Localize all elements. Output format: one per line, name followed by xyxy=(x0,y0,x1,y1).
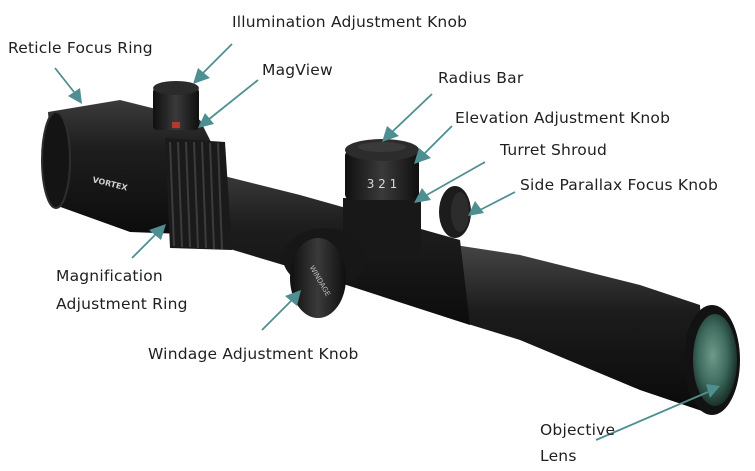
eyepiece-end xyxy=(41,111,71,209)
objective-arrow xyxy=(595,384,720,441)
turret-shroud-label: Turret Shroud xyxy=(500,141,608,159)
magnification-arrow xyxy=(131,224,166,259)
elevation-arrow xyxy=(414,125,453,164)
windage-knob-label: Windage Adjustment Knob xyxy=(148,345,359,363)
reticle-focus-ring-label: Reticle Focus Ring xyxy=(8,39,153,57)
windage-knob: WINDAGE xyxy=(283,228,367,318)
objective-bell xyxy=(455,245,705,412)
magnification-ring-label-line1: Magnification xyxy=(56,267,163,285)
scope-body: 3 2 1 WINDAGE VORTEX xyxy=(41,81,740,415)
illumination-knob-label: Illumination Adjustment Knob xyxy=(232,13,468,31)
magnification-ring xyxy=(165,138,232,250)
magview-arrow xyxy=(198,79,259,128)
objective-lens-label-line2: Lens xyxy=(540,447,577,465)
illumination-arrow xyxy=(193,43,233,84)
objective-lens-glass xyxy=(693,314,737,406)
side-parallax-knob-label: Side Parallax Focus Knob xyxy=(520,176,718,194)
side-parallax-knob xyxy=(439,186,471,238)
magview-label: MagView xyxy=(262,61,333,79)
magnification-ring-label-line2: Adjustment Ring xyxy=(56,295,188,313)
callout-arrows xyxy=(54,43,720,441)
illumination-knob xyxy=(153,81,199,130)
objective-lens-label-line1: Objective xyxy=(540,421,616,439)
reticle-focus-arrow xyxy=(54,67,82,104)
radius-bar-label: Radius Bar xyxy=(438,69,524,87)
radius-bar-arrow xyxy=(382,93,433,142)
elevation-dial-digits: 3 2 1 xyxy=(367,177,398,191)
side-parallax-arrow xyxy=(468,191,516,216)
elevation-knob-label: Elevation Adjustment Knob xyxy=(455,109,671,127)
windage-arrow xyxy=(261,290,301,331)
turret-shroud-arrow xyxy=(414,161,486,203)
